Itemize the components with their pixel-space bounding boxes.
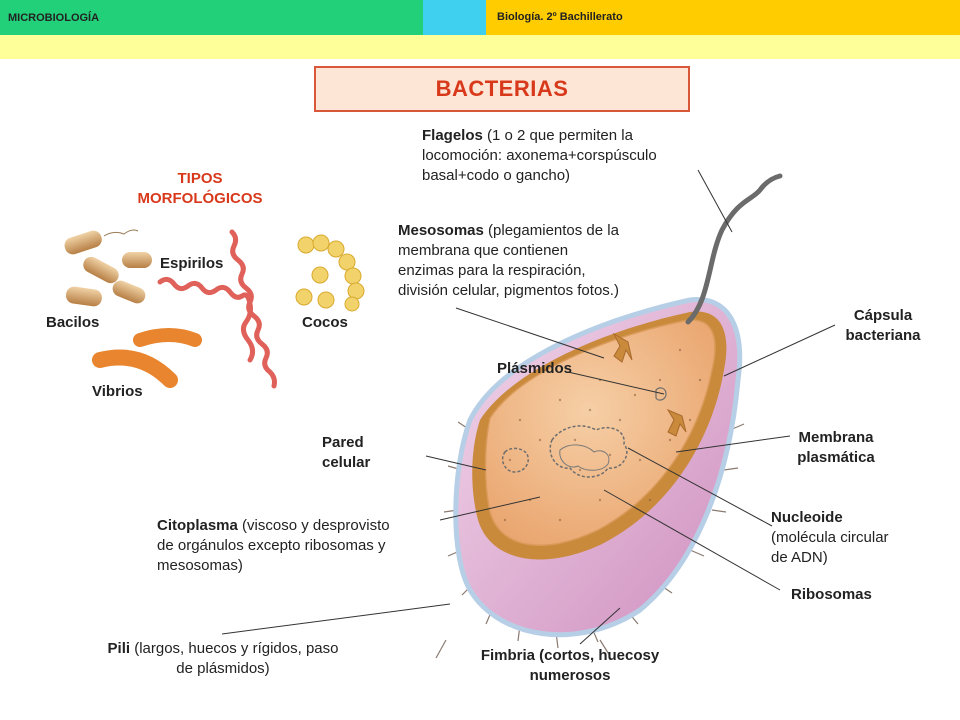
membrana-line1: Membrana	[798, 429, 874, 446]
label-pili: Pili (largos, huecos y rígidos, paso de …	[68, 639, 378, 679]
label-ribosomas: Ribosomas	[791, 586, 872, 603]
page-title: BACTERIAS	[314, 66, 690, 112]
cytoplasm-shape	[484, 319, 716, 546]
flagelos-desc-3: basal+codo o gancho)	[422, 167, 571, 184]
nucleoid-shape	[549, 425, 628, 478]
header-cyan-band	[423, 0, 486, 35]
label-pared: Pared celular	[322, 433, 370, 473]
header-green-band	[0, 0, 423, 35]
header-subject: MICROBIOLOGÍA	[8, 12, 100, 24]
espirilos-drawing	[157, 229, 277, 389]
label-nucleoide: Nucleoide (molécula circular de ADN)	[771, 508, 941, 568]
label-bacilos: Bacilos	[46, 314, 100, 331]
label-cocos: Cocos	[302, 314, 348, 331]
pili-name: Pili	[107, 640, 131, 657]
morphology-heading-line2: MORFOLÓGICOS	[137, 190, 263, 207]
fimbria-line1: Fimbria (cortos, huecosy	[480, 647, 660, 664]
mesosome-shape	[612, 332, 633, 363]
bacilos-drawing	[64, 229, 152, 307]
nucleoide-desc-1: (molécula circular	[771, 529, 889, 546]
leader-lines	[221, 169, 836, 645]
pili-desc-2: de plásmidos)	[176, 660, 270, 677]
nucleoide-name: Nucleoide	[771, 509, 843, 526]
label-plasmidos: Plásmidos	[497, 360, 573, 377]
capsula-line1: Cápsula	[853, 307, 913, 324]
mesosomas-desc-3: enzimas para la respiración,	[398, 262, 586, 279]
membrana-line2: plasmática	[797, 449, 875, 466]
label-vibrios: Vibrios	[92, 383, 143, 400]
mesosomas-desc-2: membrana que contienen	[398, 242, 569, 259]
plasmid-small	[655, 387, 667, 401]
label-flagelos: Flagelos (1 o 2 que permiten la locomoci…	[422, 126, 732, 186]
plasmid-shape	[501, 447, 529, 473]
mesosomas-desc-1: (plegamientos de la	[483, 222, 619, 239]
label-espirilos: Espirilos	[160, 255, 224, 272]
label-citoplasma: Citoplasma (viscoso y desprovisto de org…	[157, 516, 457, 576]
pared-line2: celular	[322, 454, 371, 471]
vibrios-drawing	[92, 328, 202, 388]
label-mesosomas: Mesosomas (plegamientos de la membrana q…	[398, 221, 688, 301]
pili-desc-1: (largos, huecos y rígidos, paso	[130, 640, 339, 657]
header-strip	[0, 35, 960, 59]
cocos-drawing	[295, 234, 365, 312]
flagelos-desc-1: (1 o 2 que permiten la	[482, 127, 633, 144]
label-capsula: Cápsula bacteriana	[826, 306, 940, 346]
morphology-heading: TIPOS MORFOLÓGICOS	[112, 169, 288, 209]
capsula-line2: bacteriana	[845, 327, 921, 344]
morphology-heading-line1: TIPOS	[177, 170, 223, 187]
label-fimbria: Fimbria (cortos, huecosy numerosos	[440, 646, 700, 686]
ribosome-dots	[503, 348, 702, 522]
citoplasma-desc-2: de orgánulos excepto ribosomas y	[157, 537, 386, 554]
citoplasma-name: Citoplasma	[157, 517, 238, 534]
nucleoide-desc-2: de ADN)	[771, 549, 828, 566]
flagellum-shape	[685, 173, 783, 325]
header-course: Biología. 2º Bachillerato	[497, 11, 623, 23]
flagelos-name: Flagelos	[422, 127, 483, 144]
mesosomas-name: Mesosomas	[398, 222, 484, 239]
pared-line1: Pared	[322, 434, 364, 451]
citoplasma-desc-3: mesosomas)	[157, 557, 243, 574]
flagelos-desc-2: locomoción: axonema+corspúsculo	[422, 147, 657, 164]
mesosomas-desc-4: división celular, pigmentos fotos.)	[398, 282, 619, 299]
citoplasma-desc-1: (viscoso y desprovisto	[237, 517, 390, 534]
header-yellow-band	[486, 0, 960, 35]
label-membrana: Membrana plasmática	[776, 428, 896, 468]
fimbria-line2: numerosos	[529, 667, 611, 684]
